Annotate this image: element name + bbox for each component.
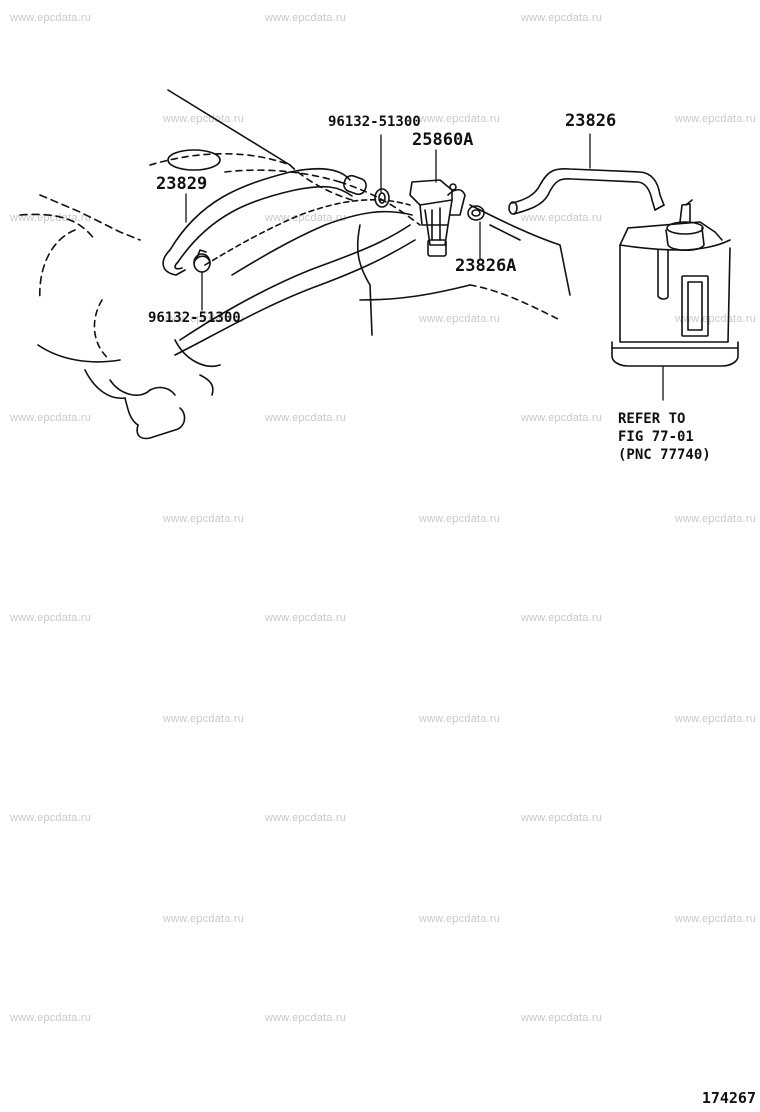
leader-lines (185, 133, 664, 401)
watermark-text: www.epcdata.ru (675, 113, 757, 125)
watermark-text: www.epcdata.ru (163, 113, 245, 125)
vsv-valve-25860A (409, 179, 466, 257)
watermark-text: www.epcdata.ru (163, 913, 245, 925)
watermark-text: www.epcdata.ru (419, 113, 501, 125)
clip-top (374, 188, 390, 208)
figure-number: 174267 (701, 1089, 756, 1107)
watermark-text: www.epcdata.ru (521, 612, 603, 624)
watermark-text: www.epcdata.ru (163, 513, 245, 525)
watermark-text: www.epcdata.ru (10, 1012, 92, 1024)
engine-outline (19, 89, 571, 440)
hose-lower (174, 199, 416, 356)
watermark-text: www.epcdata.ru (163, 313, 245, 325)
watermark-text: www.epcdata.ru (675, 513, 757, 525)
watermark-text: www.epcdata.ru (419, 313, 501, 325)
label-clip-96132-51300-top: 96132-51300 (328, 114, 421, 130)
watermark-text: www.epcdata.ru (521, 12, 603, 24)
watermark-text: www.epcdata.ru (521, 212, 603, 224)
watermark-text: www.epcdata.ru (521, 1012, 603, 1024)
oval-outline (167, 149, 221, 171)
reference-note-line: REFER TO (618, 411, 686, 427)
watermark-text: www.epcdata.ru (10, 412, 92, 424)
hose-23829 (162, 167, 367, 276)
watermark-text: www.epcdata.ru (265, 1012, 347, 1024)
watermark-text: www.epcdata.ru (419, 713, 501, 725)
watermark-text: www.epcdata.ru (675, 713, 757, 725)
label-clip-23826A: 23826A (455, 256, 517, 276)
label-clip-96132-51300-bottom: 96132-51300 (148, 310, 241, 326)
watermark-text: www.epcdata.ru (10, 612, 92, 624)
watermark-text: www.epcdata.ru (10, 812, 92, 824)
reference-note-line: FIG 77-01 (618, 429, 694, 445)
watermark-text: www.epcdata.ru (265, 12, 347, 24)
reference-note: REFER TO FIG 77-01 (PNC 77740) (618, 410, 711, 464)
watermark-text: www.epcdata.ru (163, 713, 245, 725)
watermark-text: www.epcdata.ru (521, 812, 603, 824)
clip-left-bottom (193, 249, 211, 273)
label-valve-25860A: 25860A (412, 130, 474, 150)
watermark-text: www.epcdata.ru (419, 513, 501, 525)
watermark-text: www.epcdata.ru (10, 12, 92, 24)
clip-right (467, 205, 485, 221)
watermark-text: www.epcdata.ru (419, 913, 501, 925)
watermark-text: www.epcdata.ru (675, 913, 757, 925)
hose-23826 (508, 167, 665, 215)
watermark-text: www.epcdata.ru (265, 412, 347, 424)
label-hose-23829: 23829 (156, 174, 208, 194)
watermark-text: www.epcdata.ru (265, 612, 347, 624)
watermark-text: www.epcdata.ru (521, 412, 603, 424)
label-hose-23826: 23826 (565, 111, 617, 131)
charcoal-canister (611, 199, 739, 367)
watermark-text: www.epcdata.ru (265, 812, 347, 824)
reference-note-line: (PNC 77740) (618, 447, 711, 463)
watermark-text: www.epcdata.ru (675, 313, 757, 325)
